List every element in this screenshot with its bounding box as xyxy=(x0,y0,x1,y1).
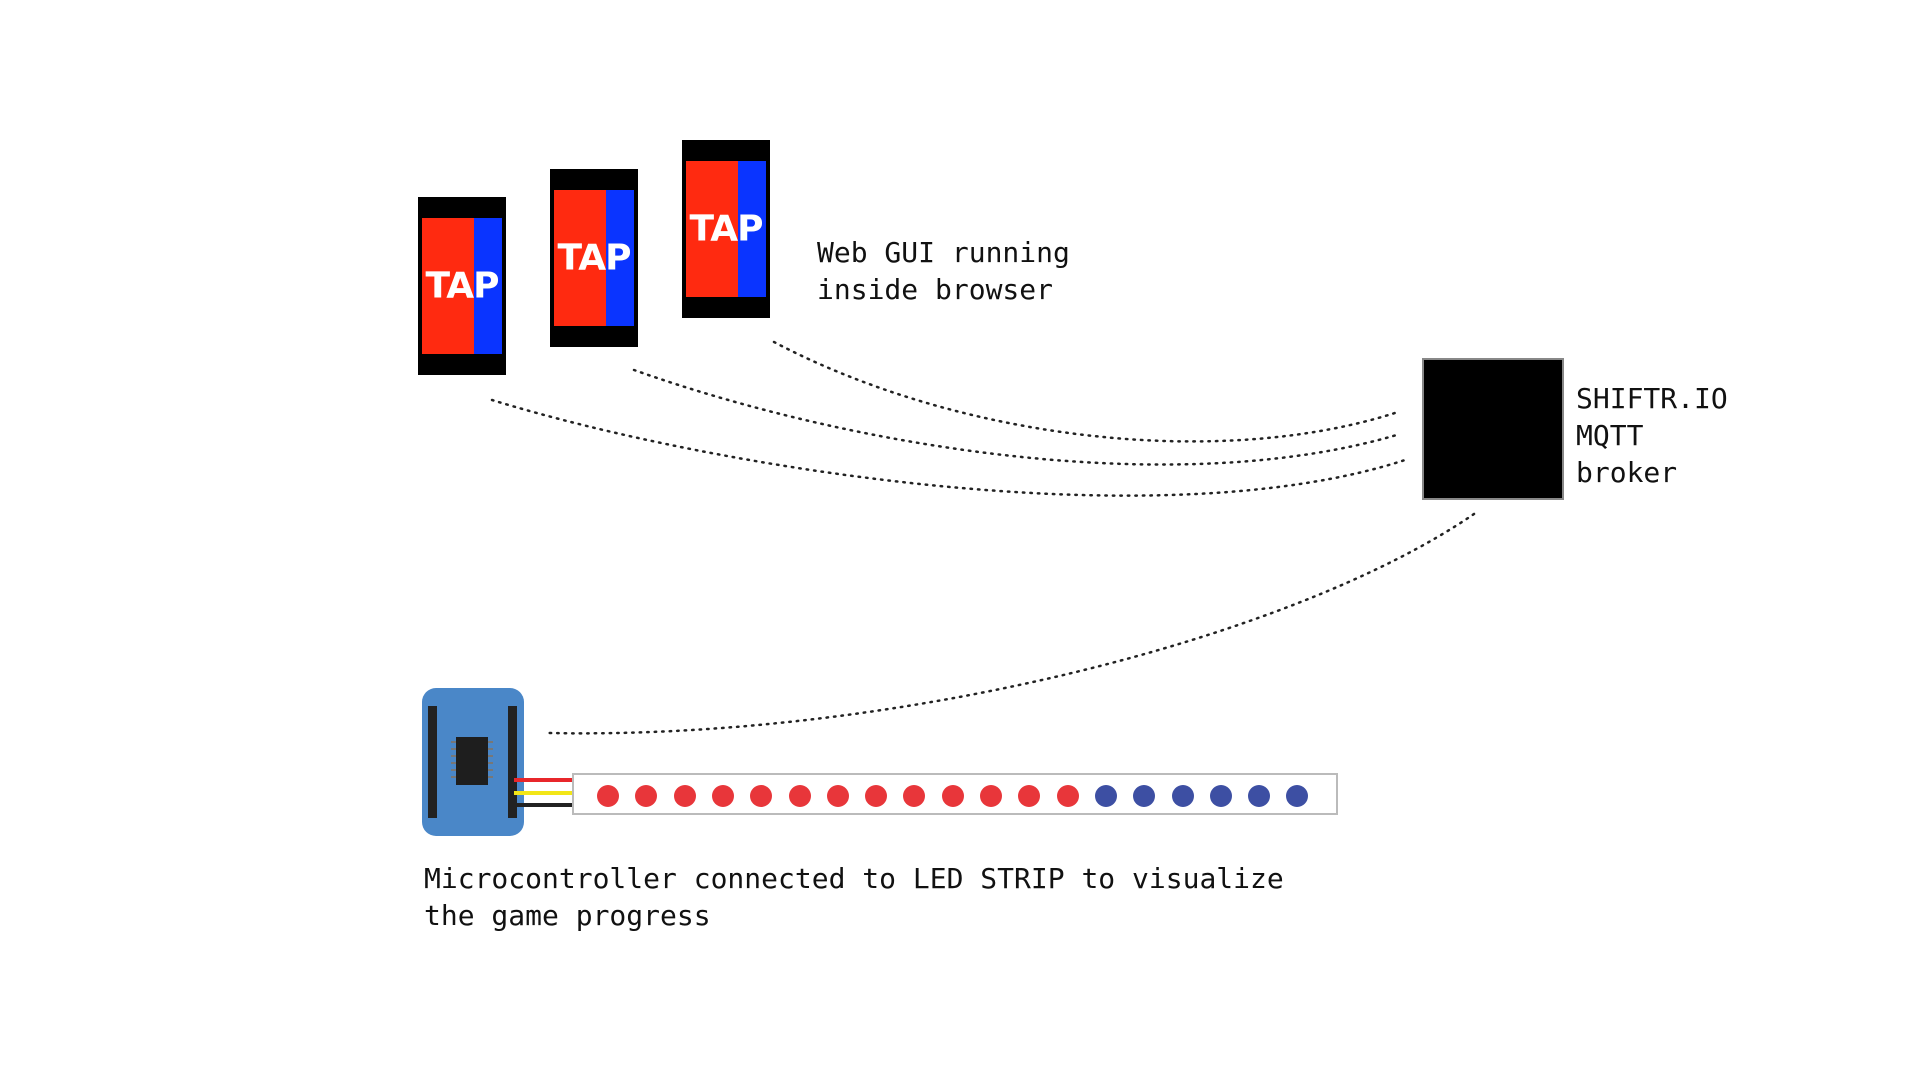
blue-half xyxy=(738,161,766,297)
connection-phone-3-broker xyxy=(772,340,1400,443)
led-blue xyxy=(1209,785,1232,807)
chip-pin xyxy=(451,748,456,750)
led-red xyxy=(597,785,619,807)
led-blue xyxy=(1094,785,1117,807)
led-red xyxy=(750,785,773,807)
blue-half xyxy=(474,218,502,354)
broker-label: SHIFTR.IO MQTT broker xyxy=(1576,382,1728,489)
phone-screen xyxy=(554,190,634,326)
phone-screen xyxy=(422,218,502,354)
tap-label: TAP xyxy=(689,208,763,250)
led-strip xyxy=(572,773,1338,815)
led-red xyxy=(673,785,696,807)
connection-broker-microcontroller xyxy=(546,512,1476,735)
led-red xyxy=(980,785,1002,807)
chip-pin xyxy=(488,769,493,771)
web-gui-label: Web GUI running inside browser xyxy=(817,236,1070,306)
chip-icon xyxy=(456,737,488,785)
connection-phone-2-broker xyxy=(632,368,1402,466)
red-half xyxy=(554,190,606,326)
wire-yellow xyxy=(514,791,576,795)
chip-pin xyxy=(451,769,456,771)
chip-pin xyxy=(488,755,493,757)
led-red xyxy=(711,785,734,807)
led-red xyxy=(1056,785,1079,807)
mqtt-broker-box xyxy=(1422,358,1564,500)
microcontroller-board xyxy=(422,688,524,836)
led-blue xyxy=(1286,785,1309,807)
chip-pin xyxy=(451,755,456,757)
led-blue xyxy=(1133,785,1156,807)
phone-1: TAP xyxy=(418,197,506,375)
wire-black xyxy=(514,803,576,807)
chip-pin xyxy=(488,748,493,750)
pin-header-right xyxy=(508,706,517,818)
led-red xyxy=(635,785,658,807)
led-red xyxy=(941,785,964,807)
led-red xyxy=(826,785,849,807)
connection-phone-1-broker xyxy=(490,398,1407,497)
microcontroller-label: Microcontroller connected to LED STRIP t… xyxy=(424,862,1284,932)
red-half xyxy=(422,218,474,354)
phone-screen xyxy=(686,161,766,297)
wire-red xyxy=(514,778,576,782)
chip-pin xyxy=(451,741,456,743)
chip-pin xyxy=(451,762,456,764)
chip-pin xyxy=(488,741,493,743)
led-red xyxy=(865,785,888,807)
pin-header-left xyxy=(428,706,437,818)
phone-3: TAP xyxy=(682,140,770,318)
chip-pin xyxy=(451,776,456,778)
tap-label: TAP xyxy=(425,265,499,307)
led-red xyxy=(788,785,811,807)
led-red xyxy=(1018,785,1041,807)
led-blue xyxy=(1248,785,1271,807)
phone-2: TAP xyxy=(550,169,638,347)
blue-half xyxy=(606,190,634,326)
red-half xyxy=(686,161,738,297)
chip-pin xyxy=(488,776,493,778)
led-blue xyxy=(1171,785,1194,807)
chip-pin xyxy=(488,762,493,764)
led-red xyxy=(903,785,926,807)
tap-label: TAP xyxy=(557,237,631,279)
